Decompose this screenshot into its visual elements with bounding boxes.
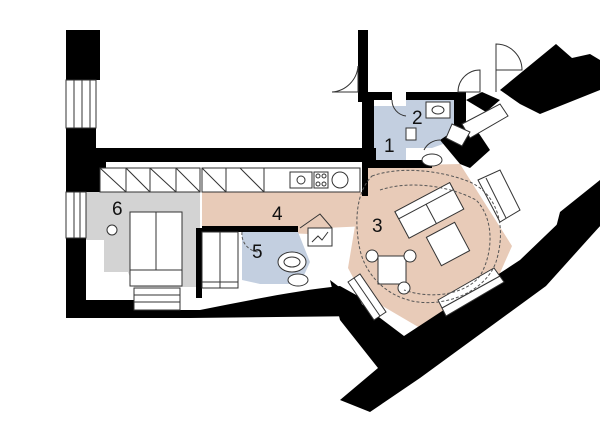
window-left-middle xyxy=(65,191,87,239)
door-entrance xyxy=(331,65,359,93)
sofa xyxy=(394,181,465,239)
door-top-right xyxy=(495,43,523,71)
door-bath xyxy=(241,231,261,253)
chair-icon xyxy=(397,281,411,295)
door-top-right-2 xyxy=(457,69,481,93)
wc-sink-icon xyxy=(425,101,451,119)
toilet-icon xyxy=(277,251,307,273)
room-label-1: 1 xyxy=(384,136,395,157)
chair-icon xyxy=(365,249,379,263)
coffee-table xyxy=(425,221,471,267)
chair-icon xyxy=(403,249,417,263)
furniture xyxy=(99,101,501,304)
room-label-6: 6 xyxy=(112,199,123,220)
stove-icon xyxy=(313,171,329,189)
washer-icon xyxy=(331,171,349,189)
room-label-2: 2 xyxy=(412,108,423,129)
sink-icon xyxy=(289,171,313,189)
doors xyxy=(241,43,523,253)
door-kitchen xyxy=(299,213,333,229)
dining-table xyxy=(377,255,407,285)
room-1-floor xyxy=(374,106,406,168)
room-label-5: 5 xyxy=(252,242,263,263)
room-label-4: 4 xyxy=(272,204,283,225)
door-wc xyxy=(423,139,441,151)
lamp-icon xyxy=(106,224,118,236)
room-label-3: 3 xyxy=(372,216,383,237)
room-4-floor xyxy=(202,192,368,234)
bath-sink-icon xyxy=(287,273,309,287)
room-labels: 1 2 3 4 5 6 xyxy=(112,108,423,263)
fridge xyxy=(307,227,333,247)
wc-toilet-icon xyxy=(445,123,471,147)
window-left-top xyxy=(65,79,97,129)
rug-outline xyxy=(356,169,501,304)
hall-lamp-icon xyxy=(421,153,443,167)
window-bottom-bedroom xyxy=(133,287,181,311)
door-hall xyxy=(391,99,407,117)
